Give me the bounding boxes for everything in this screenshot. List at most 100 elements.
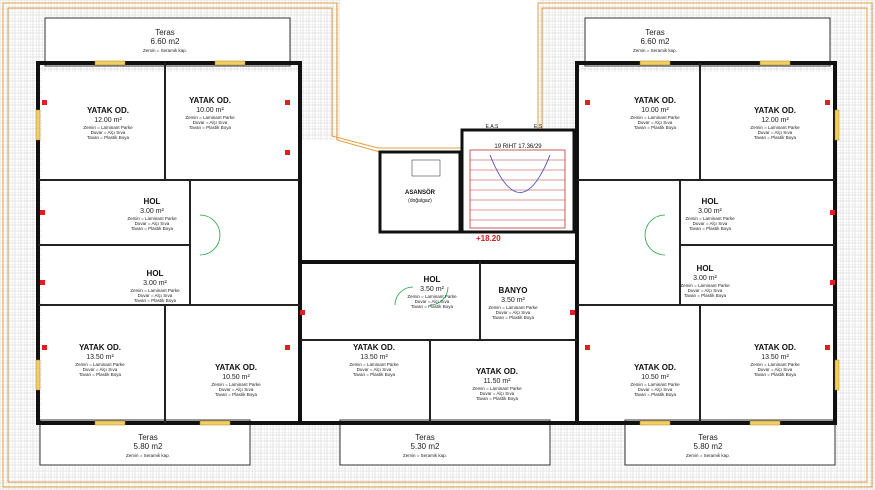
room-finish-ceiling-yatak-br-1: Tavan = Plastik Boya (634, 392, 676, 397)
room-name-yatak-bl-1: YATAK OD. (79, 343, 121, 352)
room-name-teras-bc: Teras (415, 433, 435, 442)
room-area-hol-l2: 3.00 m² (143, 280, 167, 287)
room-finish-ceiling-hol-r1: Tavan = Plastik Boya (689, 226, 731, 231)
room-name-yatak-tr-1: YATAK OD. (634, 96, 676, 105)
room-finish-ceiling-yatak-br-2: Tavan = Plastik Boya (754, 372, 796, 377)
room-finish-floor-yatak-tr-1: Zemin = Laminant Parke (630, 115, 680, 120)
room-finish-ceiling-yatak-tr-1: Tavan = Plastik Boya (634, 125, 676, 130)
room-finish-floor-yatak-bc-1: Zemin = Laminant Parke (349, 362, 399, 367)
level-label: +18.20 (476, 234, 501, 243)
room-finish-floor-yatak-tr-2: Zemin = Laminant Parke (750, 125, 800, 130)
room-finish-ceiling-yatak-tr-2: Tavan = Plastik Boya (754, 135, 796, 140)
room-area-teras-top-left: 6.60 m2 (151, 37, 180, 46)
shaft-label-eas: E.A.S (486, 124, 499, 130)
interior-walls (38, 63, 835, 423)
room-name-teras-bl: Teras (138, 433, 158, 442)
stair-core (378, 128, 576, 234)
stair-label: 19 RIHT 17.36/29 (494, 144, 542, 150)
room-finish-ceiling-yatak-tl-2: Tavan = Plastik Boya (189, 125, 231, 130)
room-finish-wall-yatak-tr-2: Duvar = Alçı Sıva (758, 130, 793, 135)
room-finish-teras-bl: Zemin = Seramik kap. (126, 453, 170, 458)
room-finish-wall-yatak-tl-2: Duvar = Alçı Sıva (193, 120, 228, 125)
room-area-teras-top-right: 6.60 m2 (641, 37, 670, 46)
room-area-banyo: 3.50 m² (501, 297, 525, 304)
elevator-label: ASANSÖR (405, 189, 436, 196)
room-finish-floor-yatak-tl-1: Zemin = Laminant Parke (83, 125, 133, 130)
room-finish-wall-yatak-bl-2: Duvar = Alçı Sıva (219, 387, 254, 392)
room-finish-ceiling-yatak-bc-1: Tavan = Plastik Boya (353, 372, 395, 377)
room-finish-teras-top-left: Zemin = Seramik kap. (143, 48, 187, 53)
room-finish-wall-yatak-br-1: Duvar = Alçı Sıva (638, 387, 673, 392)
room-finish-ceiling-yatak-bc-2: Tavan = Plastik Boya (476, 396, 518, 401)
room-finish-ceiling-yatak-bl-2: Tavan = Plastik Boya (215, 392, 257, 397)
room-name-hol-l1: HOL (144, 197, 161, 206)
room-finish-floor-yatak-bc-2: Zemin = Laminant Parke (472, 386, 522, 391)
room-finish-teras-br: Zemin = Seramik kap. (686, 453, 730, 458)
room-finish-wall-yatak-tr-1: Duvar = Alçı Sıva (638, 120, 673, 125)
room-name-yatak-br-1: YATAK OD. (634, 363, 676, 372)
room-finish-wall-yatak-bc-1: Duvar = Alçı Sıva (357, 367, 392, 372)
door-swings (199, 214, 666, 306)
room-area-yatak-bc-1: 13.50 m² (360, 354, 388, 361)
room-finish-floor-yatak-br-2: Zemin = Laminant Parke (750, 362, 800, 367)
window-frames (35, 60, 840, 426)
room-name-yatak-tl-2: YATAK OD. (189, 96, 231, 105)
room-finish-wall-hol-r2: Duvar = Alçı Sıva (688, 288, 723, 293)
room-name-banyo: BANYO (499, 286, 528, 295)
room-area-teras-bc: 5.30 m2 (411, 442, 440, 451)
room-finish-floor-yatak-tl-2: Zemin = Laminant Parke (185, 115, 235, 120)
room-area-yatak-tl-2: 10.00 m² (196, 107, 224, 114)
room-finish-wall-yatak-br-2: Duvar = Alçı Sıva (758, 367, 793, 372)
room-name-teras-br: Teras (698, 433, 718, 442)
room-finish-floor-hol-l2: Zemin = Laminant Parke (130, 288, 180, 293)
room-finish-wall-yatak-bc-2: Duvar = Alçı Sıva (480, 391, 515, 396)
room-name-yatak-bc-2: YATAK OD. (476, 367, 518, 376)
room-name-yatak-bl-2: YATAK OD. (215, 363, 257, 372)
shaft-label-es: E.S (534, 124, 543, 130)
room-finish-floor-yatak-br-1: Zemin = Laminant Parke (630, 382, 680, 387)
room-finish-wall-hol-r1: Duvar = Alçı Sıva (693, 221, 728, 226)
room-name-hol-c: HOL (424, 275, 441, 284)
room-area-hol-r2: 3.00 m² (693, 275, 717, 282)
room-area-teras-br: 5.80 m2 (694, 442, 723, 451)
room-finish-wall-yatak-tl-1: Duvar = Alçı Sıva (91, 130, 126, 135)
exterior-walls (36, 61, 837, 425)
room-name-teras-top-left: Teras (155, 28, 175, 37)
room-area-yatak-tr-1: 10.00 m² (641, 107, 669, 114)
room-finish-ceiling-hol-l1: Tavan = Plastik Boya (131, 226, 173, 231)
room-name-yatak-br-2: YATAK OD. (754, 343, 796, 352)
room-area-yatak-br-2: 13.50 m² (761, 354, 789, 361)
room-name-yatak-bc-1: YATAK OD. (353, 343, 395, 352)
room-area-hol-c: 3.50 m² (420, 286, 444, 293)
room-finish-wall-hol-l2: Duvar = Alçı Sıva (138, 293, 173, 298)
elevator-sub-label: (doğalgaz) (408, 198, 432, 204)
room-finish-teras-bc: Zemin = Seramik kap. (403, 453, 447, 458)
room-name-hol-r2: HOL (697, 264, 714, 273)
room-finish-floor-yatak-bl-1: Zemin = Laminant Parke (75, 362, 125, 367)
room-finish-ceiling-yatak-bl-1: Tavan = Plastik Boya (79, 372, 121, 377)
room-finish-wall-hol-c: Duvar = Alçı Sıva (415, 299, 450, 304)
room-finish-floor-hol-c: Zemin = Laminant Parke (407, 294, 457, 299)
room-finish-floor-banyo: Zemin = Laminant Parke (488, 305, 538, 310)
room-finish-wall-yatak-bl-1: Duvar = Alçı Sıva (83, 367, 118, 372)
room-finish-floor-hol-r2: Zemin = Laminant Parke (680, 283, 730, 288)
room-finish-wall-banyo: Duvar = Alçı Sıva (496, 310, 531, 315)
window-markers (40, 100, 835, 350)
room-area-yatak-tr-2: 12.00 m² (761, 117, 789, 124)
room-finish-wall-hol-l1: Duvar = Alçı Sıva (135, 221, 170, 226)
room-finish-floor-yatak-bl-2: Zemin = Laminant Parke (211, 382, 261, 387)
room-finish-ceiling-hol-l2: Tavan = Plastik Boya (134, 298, 176, 303)
room-finish-teras-top-right: Zemin = Seramik kap. (633, 48, 677, 53)
room-area-teras-bl: 5.80 m2 (134, 442, 163, 451)
room-finish-floor-hol-r1: Zemin = Laminant Parke (685, 216, 735, 221)
room-name-yatak-tl-1: YATAK OD. (87, 106, 129, 115)
room-area-yatak-bl-1: 13.50 m² (86, 354, 114, 361)
room-name-teras-top-right: Teras (645, 28, 665, 37)
room-area-hol-r1: 3.00 m² (698, 208, 722, 215)
room-area-yatak-bc-2: 11.50 m² (483, 378, 511, 385)
room-finish-floor-hol-l1: Zemin = Laminant Parke (127, 216, 177, 221)
room-area-yatak-tl-1: 12.00 m² (94, 117, 122, 124)
room-area-yatak-br-1: 10.50 m² (641, 374, 669, 381)
